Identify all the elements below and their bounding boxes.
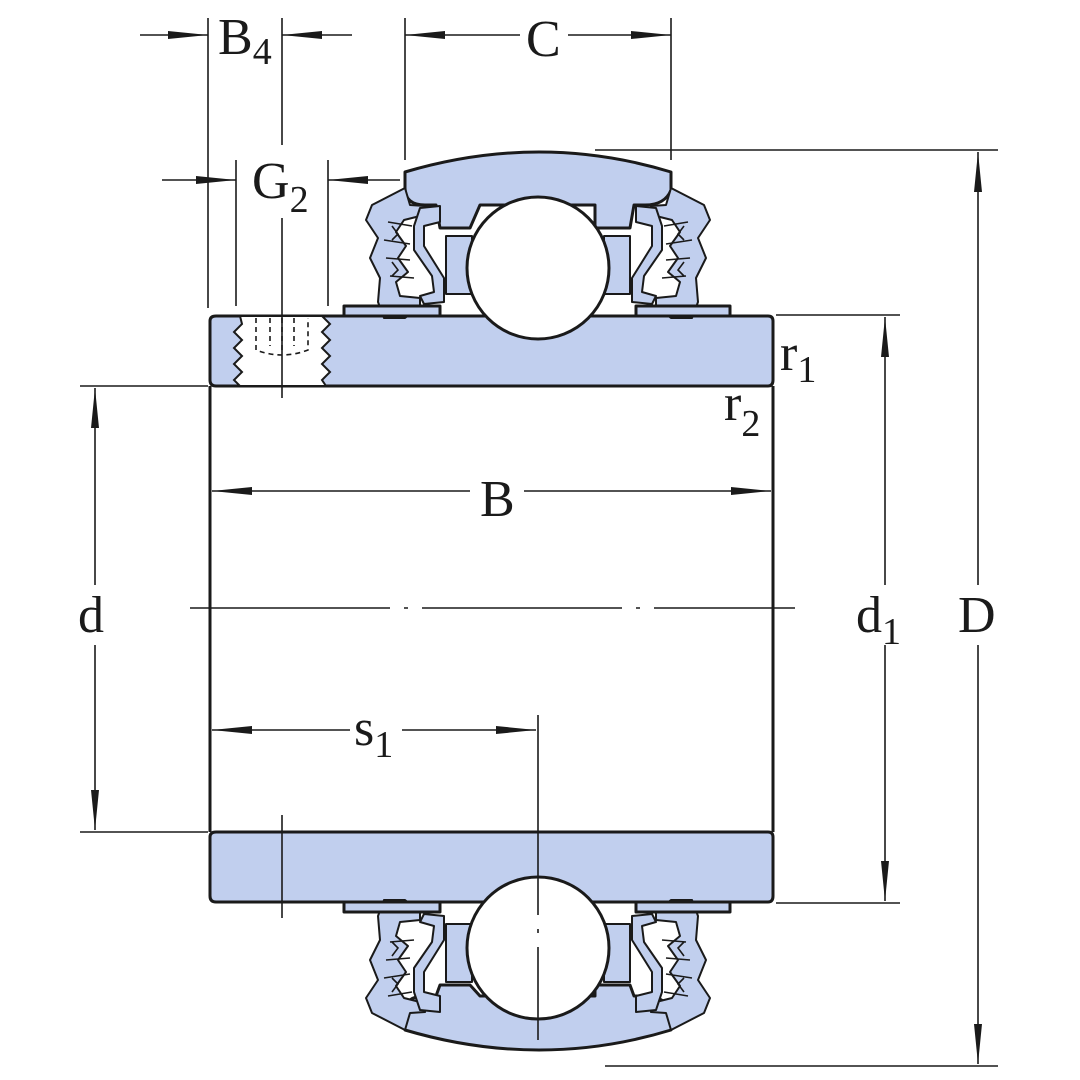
- label-B4: B4: [218, 9, 272, 73]
- shoulder-bottom: [342, 900, 732, 914]
- inner-ring-bore: [208, 386, 775, 832]
- label-D: D: [958, 587, 996, 644]
- inner-ring-bottom-section: [208, 830, 775, 904]
- inner-ring-top-section: [208, 314, 775, 388]
- label-B: B: [480, 471, 515, 528]
- ball-top: [465, 195, 611, 341]
- label-r2: r2: [724, 375, 760, 445]
- label-r1: r1: [780, 325, 816, 391]
- label-G2: G2: [252, 153, 309, 221]
- outer-ring-top: [403, 150, 673, 230]
- label-C: C: [526, 11, 561, 68]
- label-d: d: [78, 587, 104, 644]
- label-s1: s1: [354, 700, 393, 766]
- shoulder-top: [342, 304, 732, 318]
- label-d1: d1: [856, 587, 901, 653]
- extension-lines: [80, 18, 998, 1067]
